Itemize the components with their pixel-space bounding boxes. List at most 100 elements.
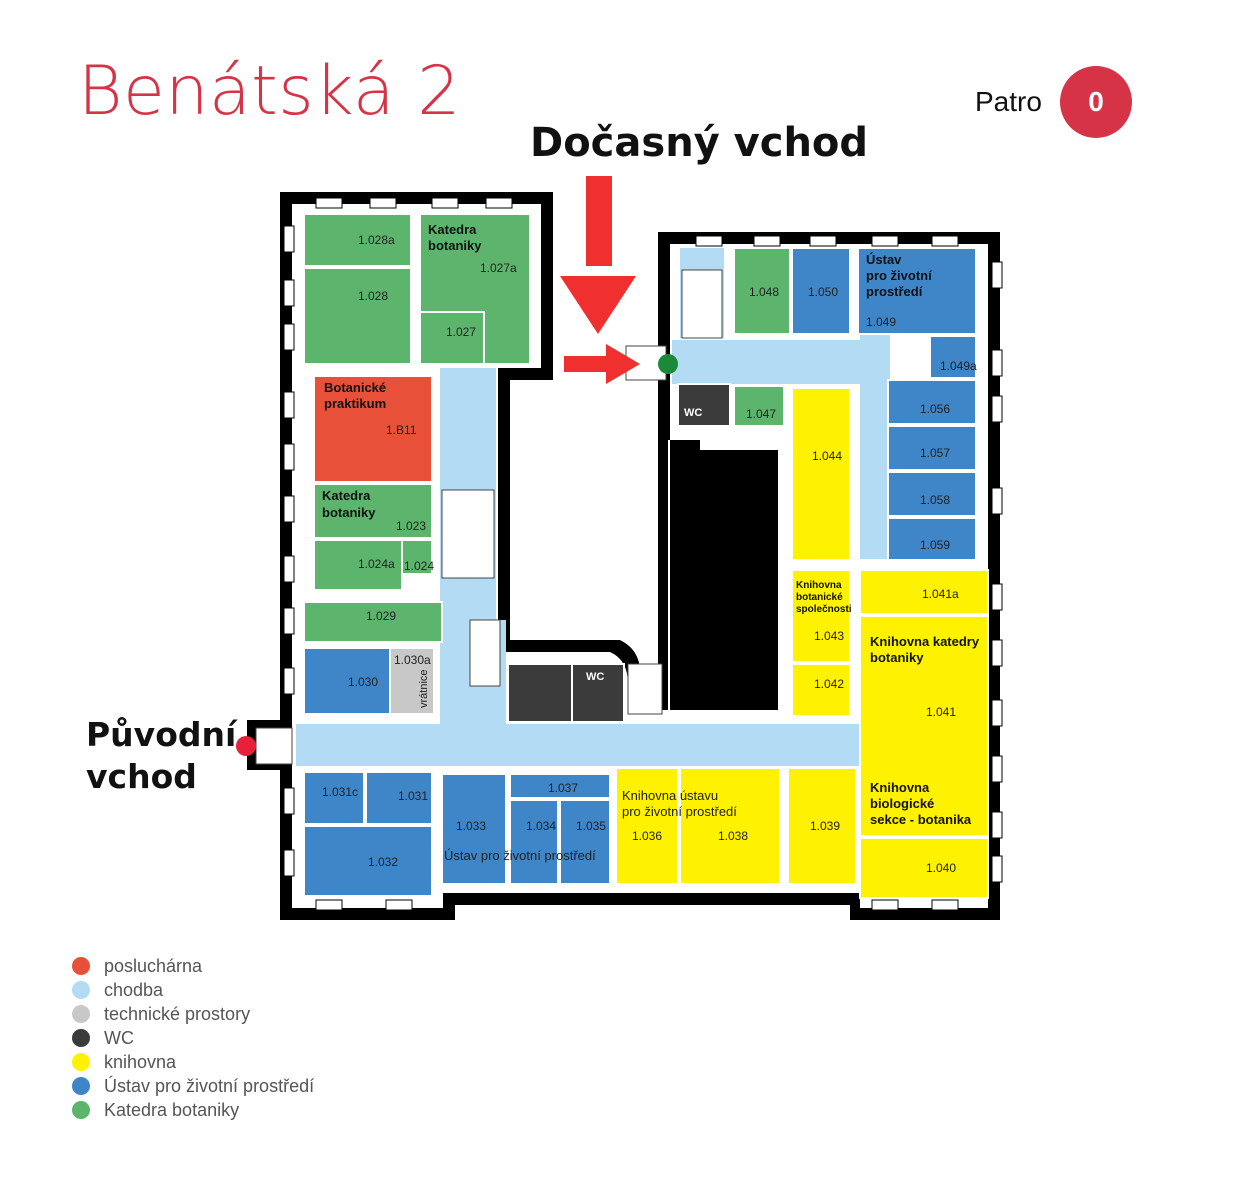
svg-text:1.B11: 1.B11 xyxy=(386,423,417,437)
room-1041a[interactable] xyxy=(859,569,989,615)
room-1058[interactable] xyxy=(887,471,977,517)
legend-item: chodba xyxy=(72,978,314,1002)
svg-text:1.039: 1.039 xyxy=(810,819,840,833)
room-1038[interactable] xyxy=(679,767,781,885)
room-1024a[interactable] xyxy=(313,539,403,591)
svg-text:1.050: 1.050 xyxy=(808,285,838,299)
svg-text:WC: WC xyxy=(586,671,604,683)
svg-text:botaniky: botaniky xyxy=(428,238,482,253)
room-1036[interactable] xyxy=(615,767,679,885)
legend-label: technické prostory xyxy=(104,1003,251,1024)
room-1059[interactable] xyxy=(887,517,977,561)
room-1B11[interactable] xyxy=(313,375,433,483)
room-1039[interactable] xyxy=(787,767,857,885)
room-1023[interactable] xyxy=(313,483,433,539)
svg-text:1.036: 1.036 xyxy=(632,829,662,843)
room-1035[interactable] xyxy=(559,799,611,885)
temporary-entrance-marker[interactable] xyxy=(658,354,678,374)
svg-text:1.037: 1.037 xyxy=(548,781,578,795)
svg-text:1.043: 1.043 xyxy=(814,629,844,643)
svg-text:praktikum: praktikum xyxy=(324,396,386,411)
svg-text:pro životní: pro životní xyxy=(866,268,932,283)
svg-text:Katedra: Katedra xyxy=(428,222,477,237)
room-1049[interactable] xyxy=(857,247,977,335)
arrow-icon xyxy=(560,176,640,384)
svg-text:1.030a: 1.030a xyxy=(394,653,431,667)
svg-text:prostředí: prostředí xyxy=(866,284,923,299)
original-entrance-marker[interactable] xyxy=(236,736,256,756)
svg-text:botaniky: botaniky xyxy=(870,650,924,665)
room-1032[interactable] xyxy=(303,825,433,897)
svg-text:1.031: 1.031 xyxy=(398,789,428,803)
svg-text:1.030: 1.030 xyxy=(348,675,378,689)
legend-label: WC xyxy=(104,1027,134,1048)
room-1031c[interactable] xyxy=(303,771,365,825)
wc-middle-a[interactable] xyxy=(507,663,573,723)
room-1056[interactable] xyxy=(887,379,977,425)
svg-text:1.047: 1.047 xyxy=(746,407,776,421)
rooms xyxy=(303,213,989,899)
svg-text:1.023: 1.023 xyxy=(396,519,426,533)
room-1031[interactable] xyxy=(365,771,433,825)
svg-text:Ústav: Ústav xyxy=(866,252,902,267)
svg-text:1.028: 1.028 xyxy=(358,289,388,303)
wc-middle-b[interactable] xyxy=(571,663,625,723)
room-1047[interactable] xyxy=(733,385,785,427)
room-1057[interactable] xyxy=(887,425,977,471)
room-1040[interactable] xyxy=(859,837,989,899)
legend-dot xyxy=(72,1005,90,1023)
svg-text:Botanické: Botanické xyxy=(324,380,386,395)
room-1037[interactable] xyxy=(509,773,611,799)
svg-text:1.031c: 1.031c xyxy=(322,785,358,799)
room-1044[interactable] xyxy=(791,387,851,561)
svg-text:Ústav pro životní prostředí: Ústav pro životní prostředí xyxy=(444,848,596,863)
room-1030[interactable] xyxy=(303,647,391,715)
room-labels: 1.028a 1.028 1.027a 1.027 1.048 1.050 1.… xyxy=(322,233,977,875)
room-1027[interactable] xyxy=(419,311,485,365)
room-1050[interactable] xyxy=(791,247,851,335)
svg-text:1.024: 1.024 xyxy=(404,559,434,573)
room-1028[interactable] xyxy=(303,267,412,365)
room-1024[interactable] xyxy=(401,539,433,575)
legend-label: knihovna xyxy=(104,1051,177,1072)
svg-text:WC: WC xyxy=(684,407,702,419)
room-1048[interactable] xyxy=(733,247,791,335)
svg-text:1.035: 1.035 xyxy=(576,819,606,833)
svg-text:1.041: 1.041 xyxy=(926,705,956,719)
room-1029[interactable] xyxy=(303,601,443,643)
room-1043[interactable] xyxy=(791,569,851,663)
room-1030a[interactable] xyxy=(389,647,435,715)
svg-text:1.033: 1.033 xyxy=(456,819,486,833)
floor-number-badge[interactable]: 0 xyxy=(1060,66,1132,138)
legend-dot xyxy=(72,1077,90,1095)
svg-text:1.059: 1.059 xyxy=(920,538,950,552)
svg-text:1.048: 1.048 xyxy=(749,285,779,299)
svg-text:Katedra: Katedra xyxy=(322,488,371,503)
legend-dot xyxy=(72,1053,90,1071)
legend: posluchárna chodba technické prostory WC… xyxy=(72,954,314,1122)
svg-text:1.024a: 1.024a xyxy=(358,557,395,571)
svg-text:Knihovna katedry: Knihovna katedry xyxy=(870,634,980,649)
room-1041[interactable] xyxy=(859,615,989,837)
original-entrance-label: Původní vchod xyxy=(86,715,237,796)
svg-text:vrátnice: vrátnice xyxy=(418,669,430,708)
wc-top[interactable] xyxy=(677,383,731,427)
legend-item: posluchárna xyxy=(72,954,314,978)
svg-text:1.056: 1.056 xyxy=(920,402,950,416)
room-1049a[interactable] xyxy=(929,335,977,379)
legend-label: Katedra botaniky xyxy=(104,1099,240,1120)
legend-dot xyxy=(72,1029,90,1047)
svg-text:biologické: biologické xyxy=(870,796,934,811)
svg-text:společnosti: společnosti xyxy=(796,604,852,615)
svg-text:1.028a: 1.028a xyxy=(358,233,395,247)
svg-text:1.032: 1.032 xyxy=(368,855,398,869)
floor-label: Patro xyxy=(975,86,1042,117)
svg-text:Knihovna: Knihovna xyxy=(796,580,842,591)
room-1034[interactable] xyxy=(509,799,559,885)
room-1028a[interactable] xyxy=(303,213,412,267)
legend-label: posluchárna xyxy=(104,955,203,976)
room-1042[interactable] xyxy=(791,663,851,717)
legend-item: knihovna xyxy=(72,1050,314,1074)
svg-text:1.058: 1.058 xyxy=(920,493,950,507)
room-1033[interactable] xyxy=(441,773,507,885)
